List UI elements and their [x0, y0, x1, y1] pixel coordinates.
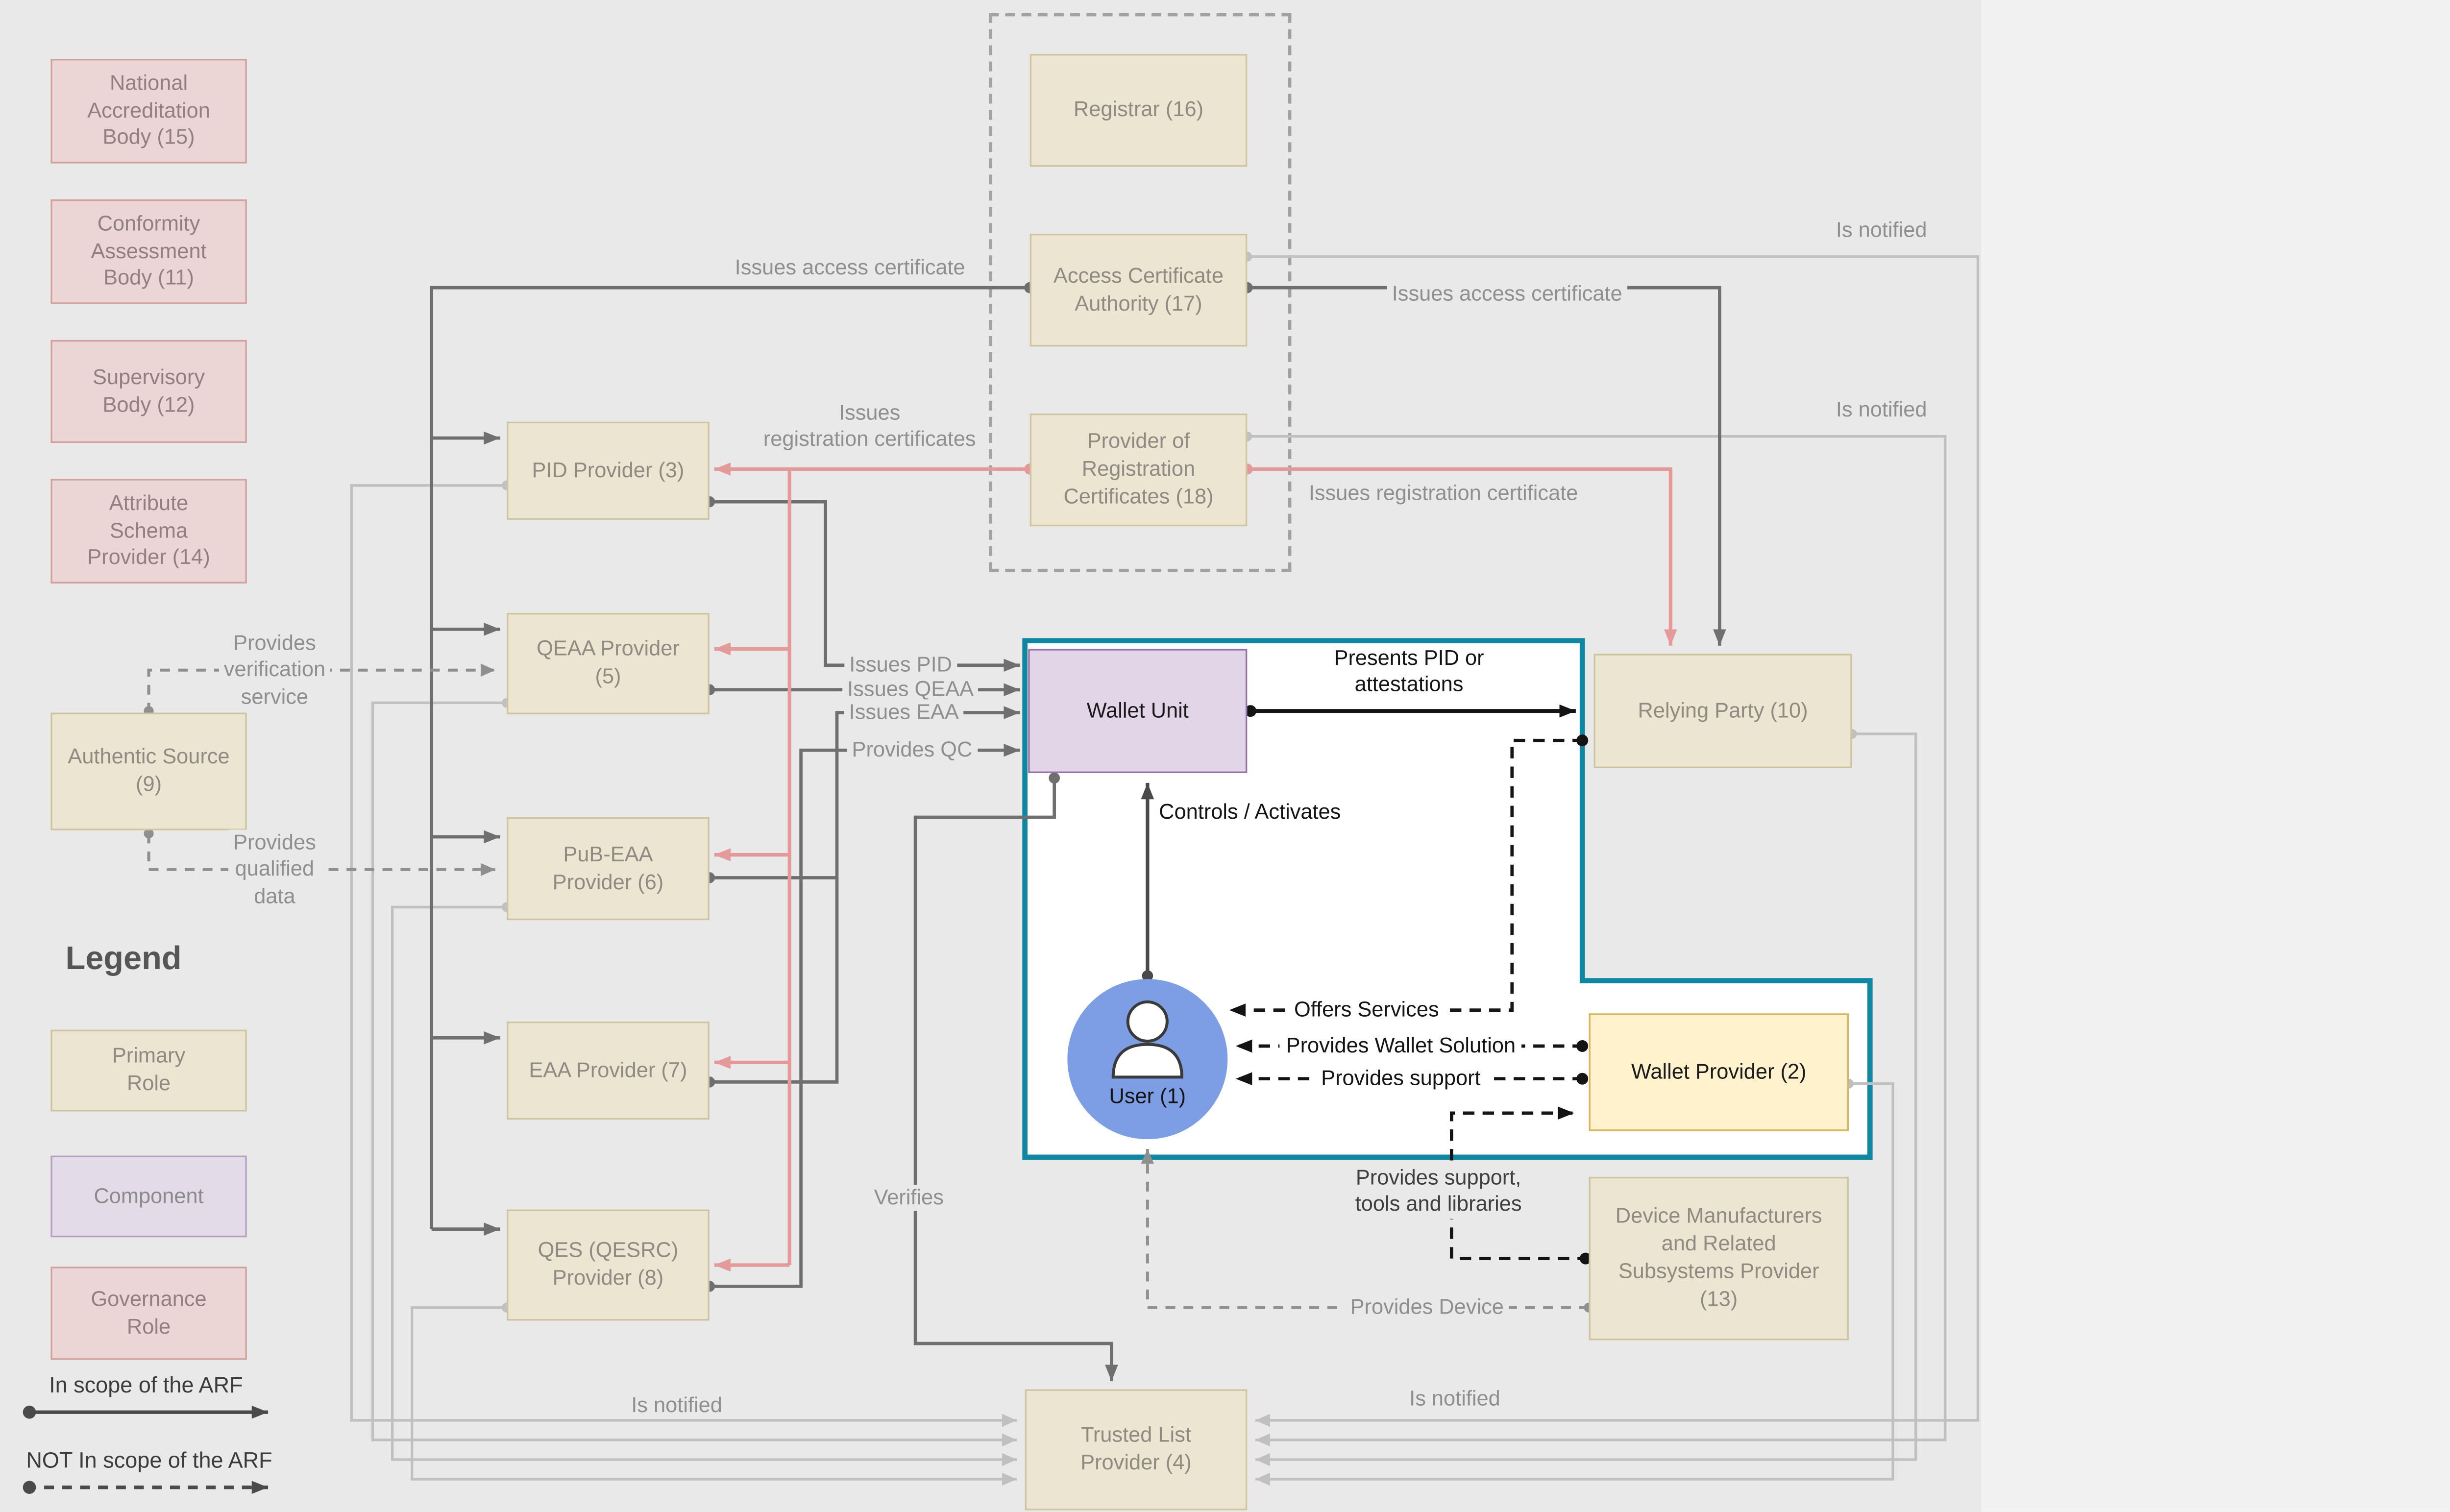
- edge-label-is-notified-bottom-right: Is notified: [1409, 1386, 1500, 1411]
- edge-label-provides-verification-service: Provides verification service: [219, 630, 331, 710]
- legend-swatch-primary-role[interactable]: Primary Role: [50, 1029, 247, 1112]
- node-relying-party[interactable]: Relying Party (10): [1593, 654, 1852, 768]
- edge-label-issues-eaa: Issues EAA: [844, 699, 964, 726]
- wallet-provider-edges: [1229, 738, 1589, 1261]
- edge-label-provides-qualified-data: Provides qualified data: [228, 829, 321, 910]
- legend-swatch-component[interactable]: Component: [50, 1155, 247, 1238]
- user-wallet-edge: [26, 782, 1154, 1494]
- node-user[interactable]: User (1): [1067, 979, 1228, 1140]
- edge-label-issues-qeaa: Issues QEAA: [842, 676, 979, 703]
- legend-swatch-governance-role[interactable]: Governance Role: [50, 1267, 247, 1360]
- node-qeaa-provider[interactable]: QEAA Provider (5): [507, 612, 710, 714]
- edge-label-is-notified-bottom-left: Is notified: [631, 1392, 722, 1417]
- edge-label-issues-registration-certificate: Issues registration certificate: [1308, 480, 1578, 505]
- edge-label-provides-qc: Provides QC: [847, 737, 978, 764]
- edge-label-is-notified-right: Is notified: [1836, 397, 1927, 422]
- node-national-accreditation-body[interactable]: National Accreditation Body (15): [50, 59, 247, 164]
- is-notified-edges: [350, 255, 1980, 1486]
- legend-not-in-scope-label: NOT In scope of the ARF: [26, 1448, 272, 1473]
- edge-label-issues-access-certificate-left: Issues access certificate: [735, 254, 965, 280]
- node-pid-provider[interactable]: PID Provider (3): [507, 421, 710, 520]
- edge-label-provides-support-tools: Provides support, tools and libraries: [1350, 1165, 1527, 1219]
- edge-label-issues-pid: Issues PID: [844, 652, 957, 679]
- node-registrar[interactable]: Registrar (16): [1029, 54, 1248, 167]
- node-authentic-source[interactable]: Authentic Source (9): [50, 712, 247, 830]
- edge-label-issues-registration-certificates: Issues registration certificates: [763, 400, 976, 451]
- node-conformity-assessment-body[interactable]: Conformity Assessment Body (11): [50, 199, 247, 304]
- node-qes-provider[interactable]: QES (QESRC) Provider (8): [507, 1209, 710, 1321]
- node-access-certificate-authority[interactable]: Access Certificate Authority (17): [1029, 234, 1248, 347]
- node-trusted-list-provider[interactable]: Trusted List Provider (4): [1025, 1389, 1248, 1511]
- legend-in-scope-label: In scope of the ARF: [49, 1373, 243, 1398]
- user-person-icon: [1111, 1000, 1183, 1079]
- node-provider-of-registration-certificates[interactable]: Provider of Registration Certificates (1…: [1029, 413, 1248, 527]
- side-panel: [1981, 0, 2450, 1512]
- edge-label-verifies: Verifies: [869, 1185, 949, 1212]
- edge-label-presents-pid: Presents PID or attestations: [1334, 645, 1484, 697]
- edge-label-issues-access-certificate-right: Issues access certificate: [1387, 281, 1627, 308]
- edge-label-provides-support: Provides support: [1314, 1065, 1487, 1092]
- legend-title: Legend: [65, 941, 182, 977]
- node-wallet-provider[interactable]: Wallet Provider (2): [1589, 1013, 1849, 1131]
- node-attribute-schema-provider[interactable]: Attribute Schema Provider (14): [50, 479, 247, 584]
- edge-label-provides-wallet-solution: Provides Wallet Solution: [1279, 1032, 1522, 1060]
- registration-certificate-edges: [714, 463, 1677, 1272]
- edge-label-offers-services: Offers Services: [1287, 997, 1446, 1024]
- registration-group-frame: [989, 13, 1292, 572]
- user-label: User (1): [1109, 1083, 1186, 1108]
- node-pub-eaa-provider[interactable]: PuB-EAA Provider (6): [507, 817, 710, 921]
- node-wallet-unit[interactable]: Wallet Unit: [1028, 649, 1248, 773]
- node-supervisory-body[interactable]: Supervisory Body (12): [50, 340, 247, 443]
- edge-label-provides-device: Provides Device: [1345, 1294, 1509, 1321]
- edge-label-controls-activates: Controls / Activates: [1159, 799, 1341, 824]
- node-device-manufacturers[interactable]: Device Manufacturers and Related Subsyst…: [1589, 1176, 1849, 1341]
- node-eaa-provider[interactable]: EAA Provider (7): [507, 1021, 710, 1120]
- edge-label-is-notified-top-right: Is notified: [1836, 217, 1927, 242]
